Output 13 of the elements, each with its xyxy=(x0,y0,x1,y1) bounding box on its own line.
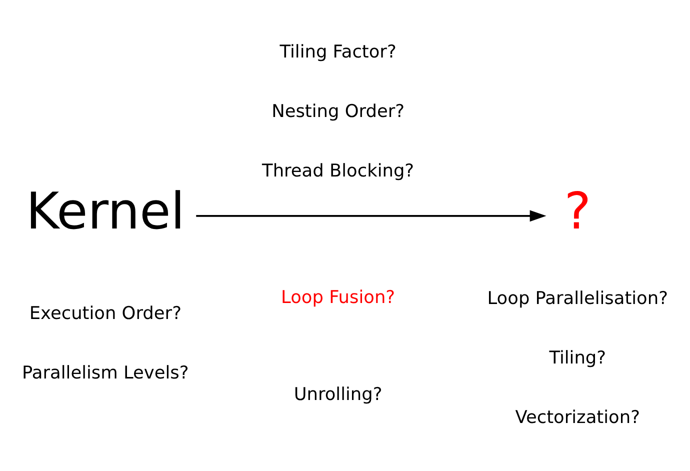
label: Loop Parallelisation? xyxy=(487,289,668,310)
label: Parallelism Levels? xyxy=(22,364,189,384)
node-text: Kernel xyxy=(26,182,185,241)
label: Tiling? xyxy=(549,348,606,368)
label: Execution Order? xyxy=(29,304,182,324)
arrow xyxy=(196,210,546,222)
label: Vectorization? xyxy=(515,408,640,428)
label: Tiling Factor? xyxy=(280,42,396,62)
label: Unrolling? xyxy=(294,385,382,406)
label: Nesting Order? xyxy=(272,102,404,122)
label: Loop Fusion? xyxy=(281,288,396,308)
node-text: ? xyxy=(564,182,592,241)
label: Thread Blocking? xyxy=(262,161,414,182)
